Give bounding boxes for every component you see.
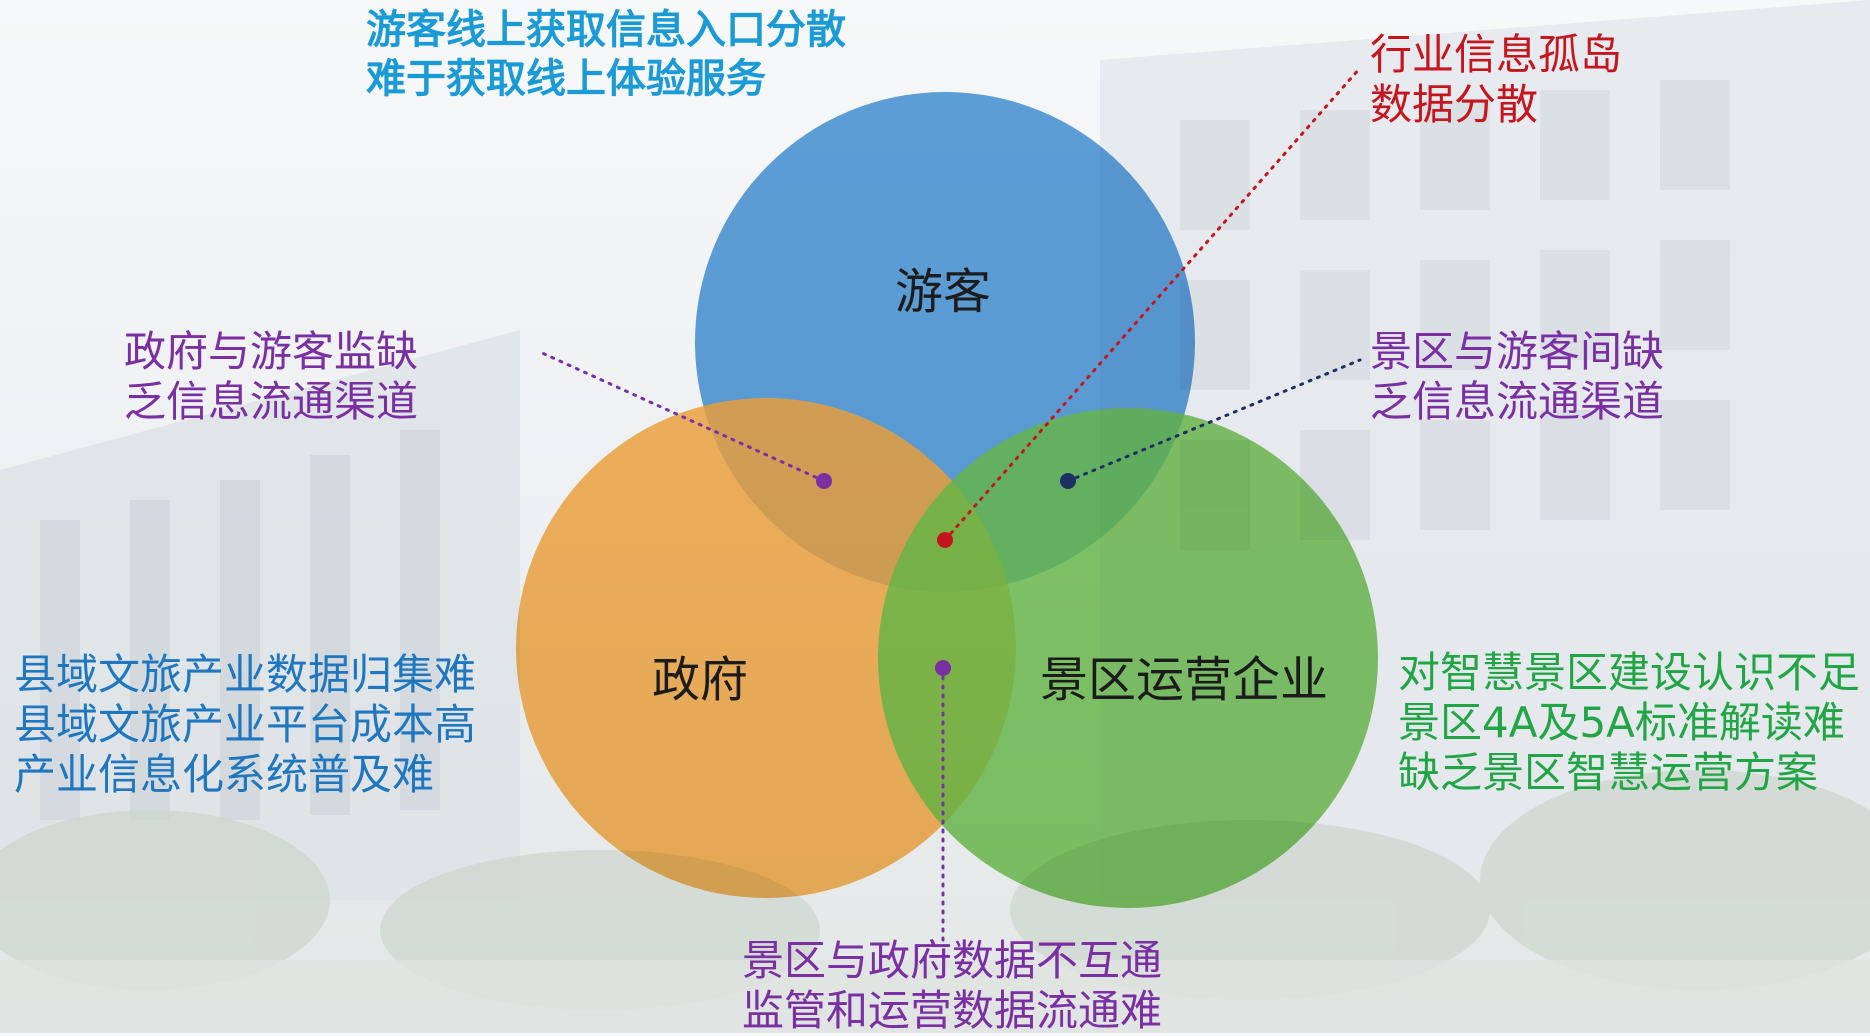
gov-tourist-issue-note: 政府与游客监缺 乏信息流通渠道 (124, 327, 418, 427)
county-issue-note: 县域文旅产业数据归集难 县域文旅产业平台成本高 产业信息化系统普及难 (14, 650, 476, 800)
note-line: 县域文旅产业平台成本高 (14, 700, 477, 749)
scenic-gov-dot (935, 660, 951, 676)
scenic-tourist-issue-note: 景区与游客间缺 乏信息流通渠道 (1370, 327, 1664, 427)
industry-connector-line (943, 66, 1362, 542)
note-line: 数据分散 (1370, 80, 1539, 129)
note-line: 景区与游客间缺 (1370, 327, 1665, 376)
industry-dot (937, 532, 953, 548)
scenic-issue-note: 对智慧景区建设认识不足 景区4A及5A标准解读难 缺乏景区智慧运营方案 (1398, 648, 1860, 798)
gov-tourist-connector-line (538, 350, 826, 483)
gov-tourist-dot (816, 473, 832, 489)
note-line: 乏信息流通渠道 (124, 377, 419, 426)
note-line: 景区4A及5A标准解读难 (1398, 698, 1845, 747)
tourist-issue-note: 游客线上获取信息入口分散 难于获取线上体验服务 (366, 6, 846, 104)
scenic-gov-issue-note: 景区与政府数据不互通 监管和运营数据流通难 (742, 936, 1162, 1036)
scenic-tourist-dot (1060, 473, 1076, 489)
tourist-label: 游客 (895, 264, 992, 320)
note-line: 难于获取线上体验服务 (366, 56, 766, 102)
note-line: 产业信息化系统普及难 (14, 750, 435, 799)
note-line: 监管和运营数据流通难 (742, 986, 1163, 1035)
government-label: 政府 (652, 652, 749, 708)
enterprise-label: 景区运营企业 (1040, 652, 1329, 708)
note-line: 行业信息孤岛 (1370, 30, 1623, 79)
government-circle (516, 398, 1016, 898)
note-line: 县域文旅产业数据归集难 (14, 650, 477, 699)
note-line: 对智慧景区建设认识不足 (1398, 648, 1861, 697)
note-line: 缺乏景区智慧运营方案 (1398, 748, 1819, 797)
note-line: 景区与政府数据不互通 (742, 936, 1163, 985)
enterprise-circle (878, 408, 1378, 908)
note-line: 政府与游客监缺 (124, 327, 419, 376)
note-line: 乏信息流通渠道 (1370, 377, 1665, 426)
note-line: 游客线上获取信息入口分散 (366, 7, 846, 53)
scenic-tourist-connector-line (1066, 358, 1362, 483)
industry-issue-note: 行业信息孤岛 数据分散 (1370, 30, 1622, 130)
